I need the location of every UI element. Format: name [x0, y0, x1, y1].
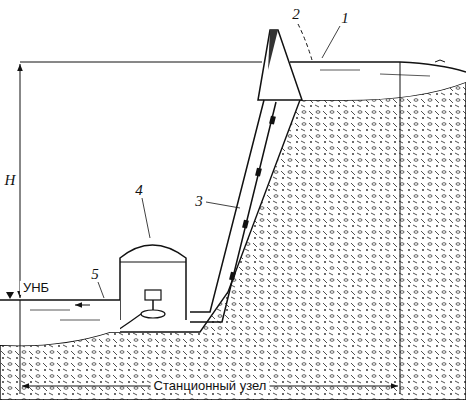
callout-number: 4	[135, 182, 143, 199]
dimension-label: H	[5, 172, 16, 189]
tailwater	[0, 300, 120, 345]
h-dimension	[20, 64, 21, 298]
ground	[0, 82, 466, 400]
level-label: УНБ	[20, 281, 52, 295]
intake-dam	[258, 30, 302, 100]
headwater	[300, 62, 466, 100]
power-house	[120, 245, 186, 320]
dimension-label: Станционный узел	[151, 379, 270, 393]
trash-rack	[298, 24, 312, 60]
callout-number: 5	[91, 266, 99, 283]
callout-number: 1	[341, 10, 349, 27]
water-surface	[290, 62, 466, 72]
level-mark	[6, 292, 14, 299]
callout-number: 2	[292, 6, 300, 23]
penstock	[190, 100, 264, 312]
callout-number: 3	[195, 193, 203, 210]
level-line	[20, 62, 262, 63]
